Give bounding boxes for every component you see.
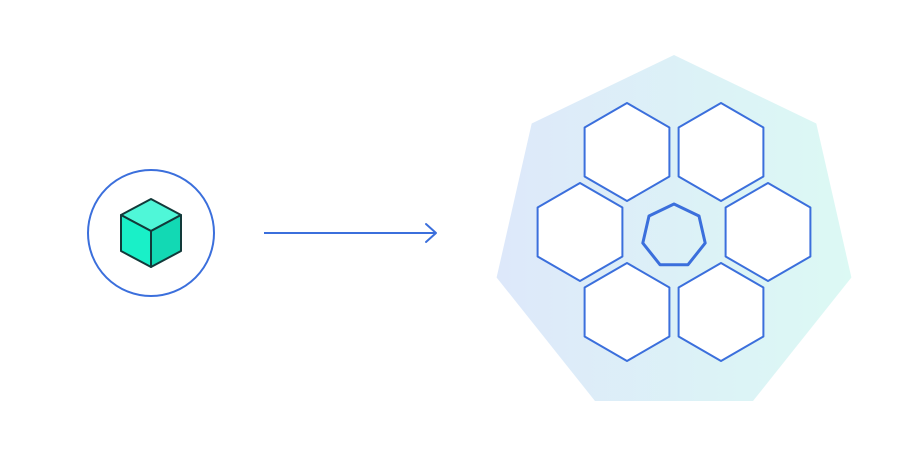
hexagon-node [724,182,812,282]
heptagon-cluster-icon [496,55,852,401]
cube-icon [120,198,182,268]
hexagon-group [536,102,812,362]
arrow-head [425,223,437,243]
source-node [87,169,215,297]
hexagon-node [677,262,765,362]
cube-right-face [150,214,182,268]
hexagon-node [677,102,765,202]
arrow-right-icon [264,223,437,243]
hexagon-node [583,262,671,362]
heptagon-icon [641,202,707,267]
hexagon-node [583,102,671,202]
hexagon-node [536,182,624,282]
